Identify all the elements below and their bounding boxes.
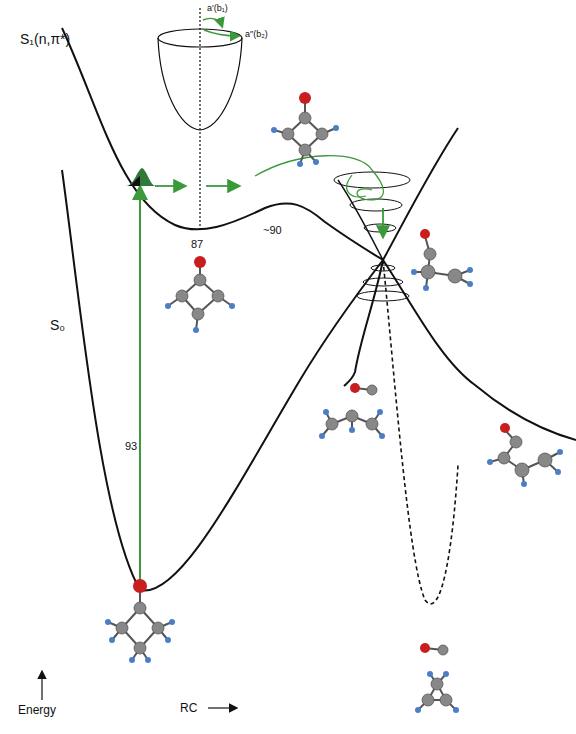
- energy-value: 87: [190, 238, 204, 250]
- axis-label: Energy: [18, 704, 56, 717]
- energy-value: ~90: [262, 224, 283, 236]
- state-label: S₁(n,π*): [20, 32, 70, 47]
- axis-label: RC: [180, 702, 197, 715]
- mode-label: a″(b₂): [244, 30, 269, 40]
- mode-label: a′(b₁): [206, 4, 229, 14]
- energy-value: 93: [124, 440, 138, 452]
- state-label: S₀: [50, 318, 65, 333]
